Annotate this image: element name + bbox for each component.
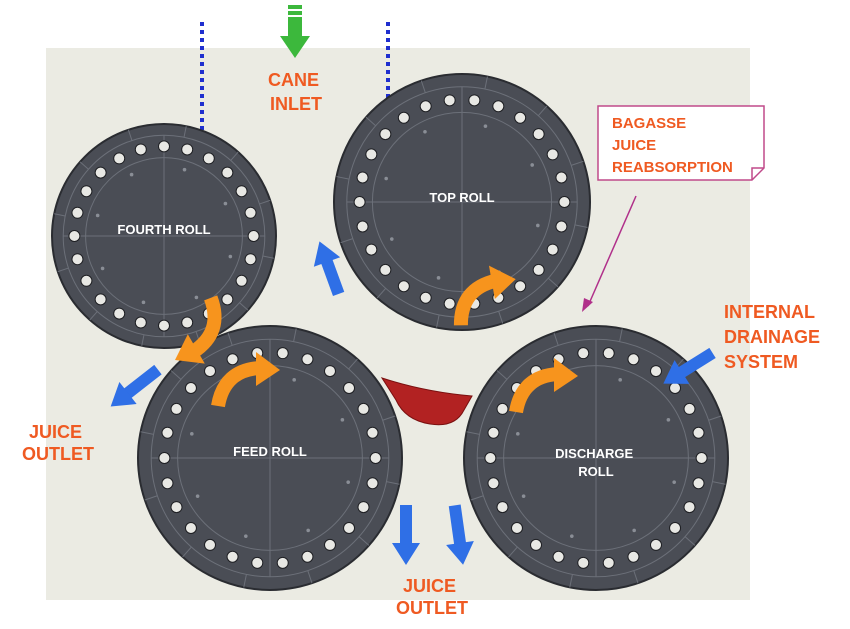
internal-drainage-label: INTERNAL DRAINAGE SYSTEM — [724, 302, 825, 372]
roll-feed — [137, 325, 403, 591]
roll-fourth — [51, 123, 277, 349]
flow-arrow-up — [313, 241, 345, 297]
feed-roll-label: FEED ROLL — [233, 444, 307, 459]
juice-outlet-bottom-label: JUICE OUTLET — [396, 576, 468, 618]
discharge-roll-label: DISCHARGE ROLL — [555, 446, 637, 479]
bagasse-callout-box — [597, 105, 765, 181]
juice-outlet-left-label: JUICE OUTLET — [22, 422, 94, 464]
bagasse-callout-line — [587, 195, 637, 307]
rolls-layer — [51, 73, 729, 591]
trash-plate — [380, 377, 473, 426]
bagasse-callout-arrowhead — [582, 298, 593, 312]
top-roll-label: TOP ROLL — [429, 190, 494, 205]
bagasse-label: BAGASSE JUICE REABSORPTION — [612, 115, 733, 176]
fourth-roll-label: FOURTH ROLL — [117, 222, 210, 237]
bagasse-callout-fold — [751, 167, 764, 180]
flow-arrow-juice-bottom-2 — [446, 504, 474, 565]
flow-arrow-drainage — [663, 347, 716, 384]
flow-arrow-juice-left — [110, 364, 162, 407]
cane-inlet-label: CANE INLET — [268, 70, 324, 114]
flow-arrow-juice-bottom-1 — [392, 505, 420, 565]
cane-inlet-arrow — [280, 5, 310, 58]
